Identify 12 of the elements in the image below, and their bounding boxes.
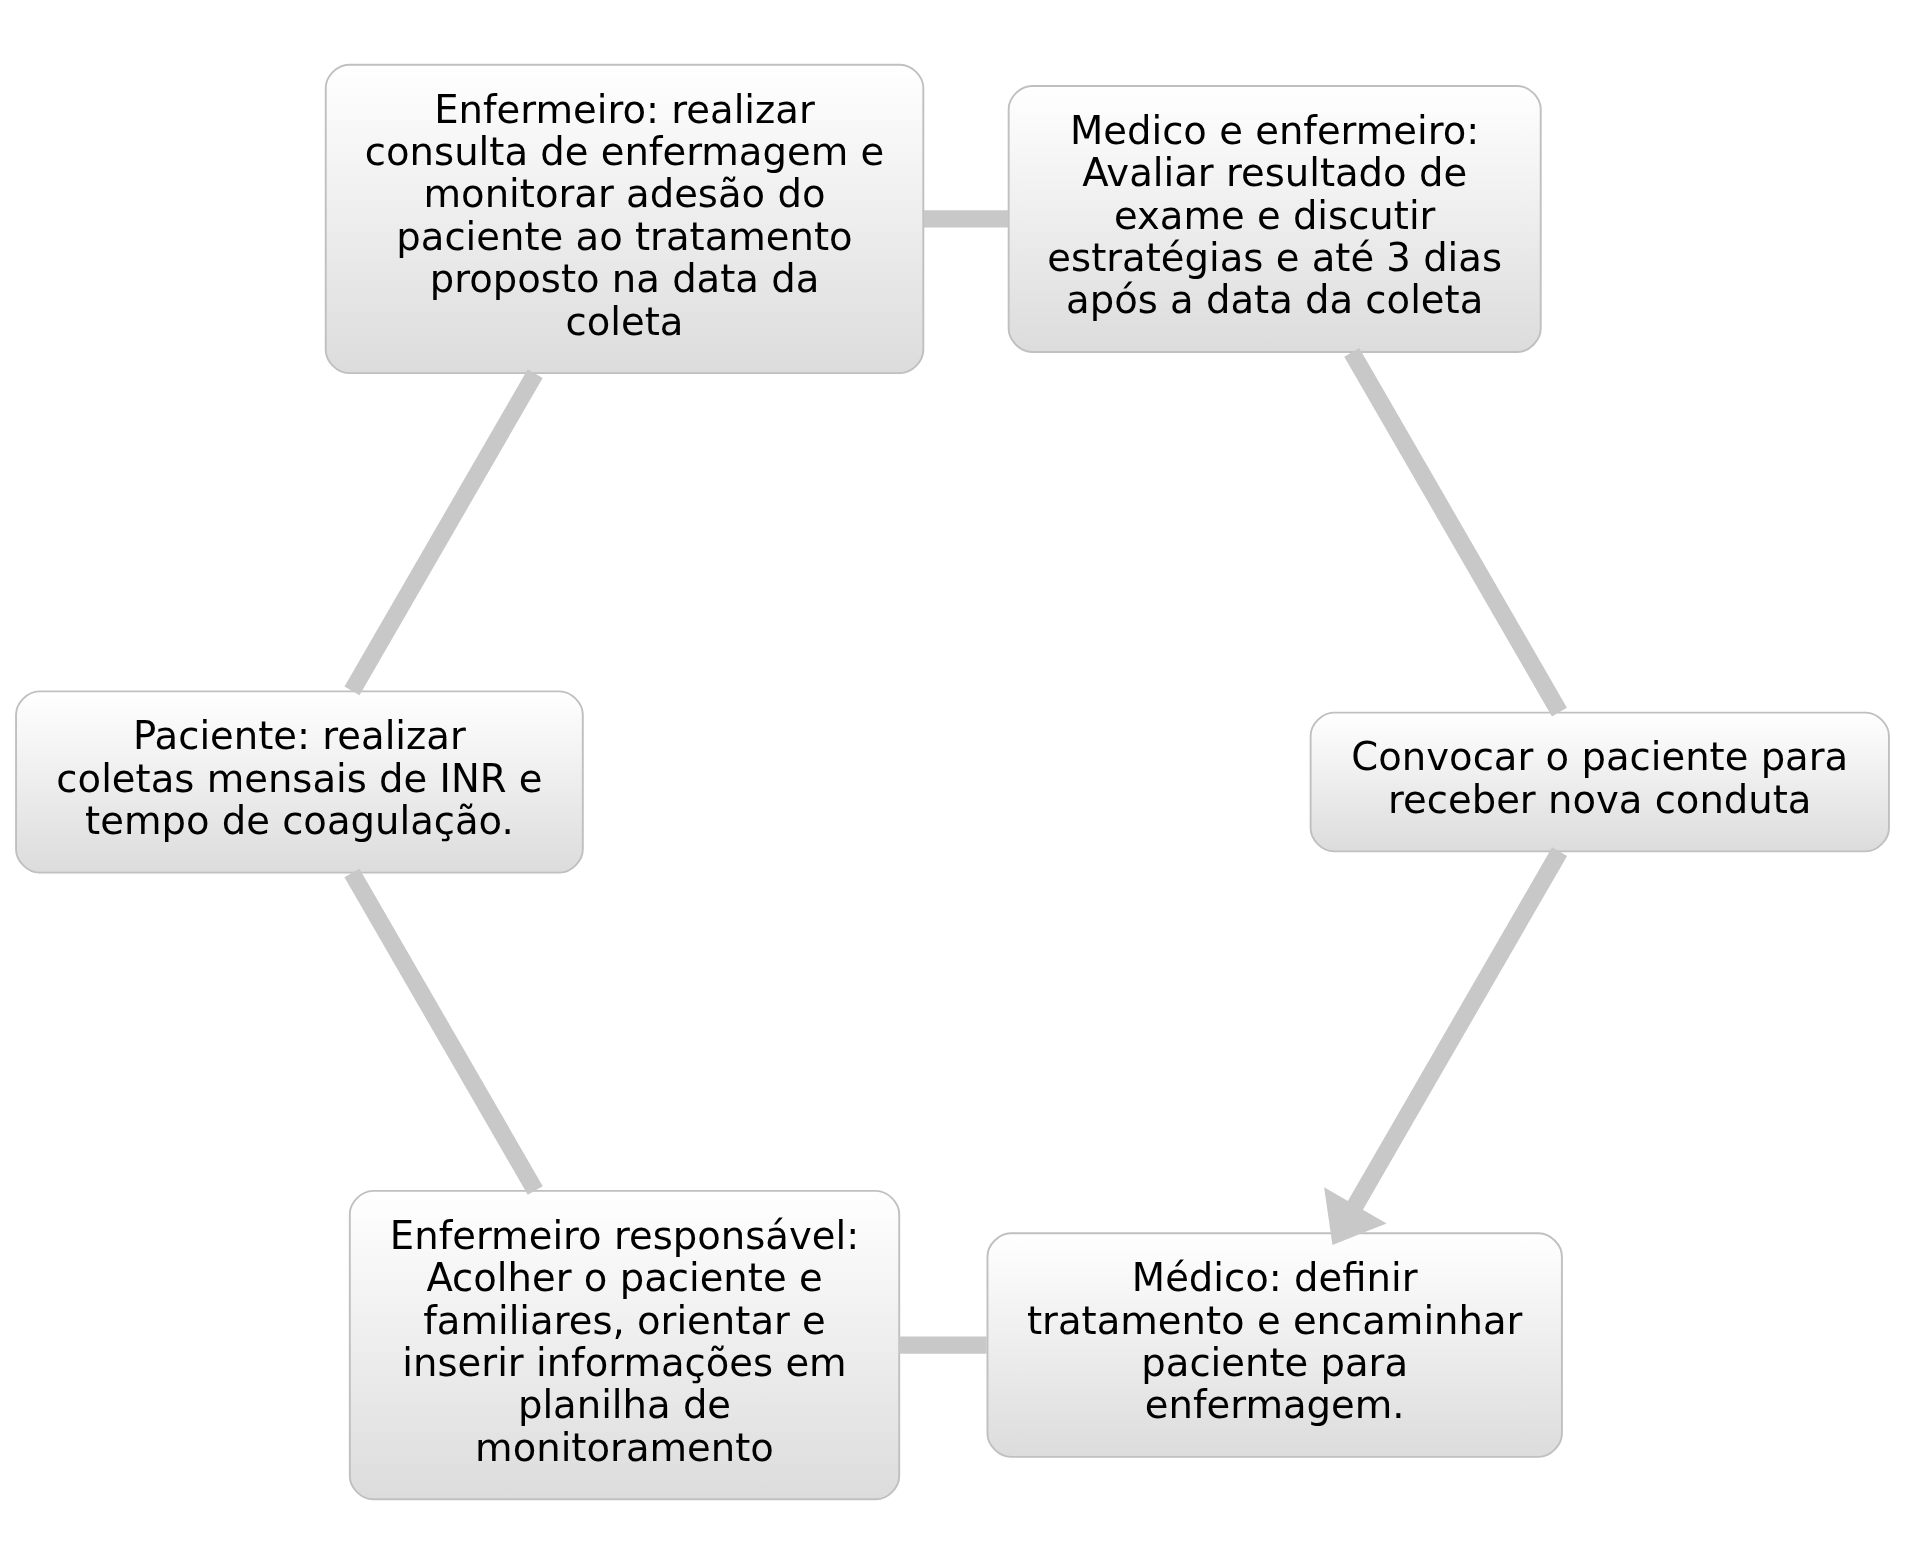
node-box: Convocar o paciente para receber nova conduta — [1309, 711, 1890, 853]
connector — [923, 210, 1009, 228]
node-box: Enfermeiro responsável: Acolher o paciente e familiares, orientar e inserir informações em planilha de monitoramento — [348, 1189, 901, 1501]
node-box: Médico: definir tratamento e encaminhar paciente para enfermagem. — [986, 1232, 1563, 1458]
node-box: Enfermeiro: realizar consulta de enfermagem e monitorar adesão do paciente ao tratamento proposto na data da coleta — [324, 63, 925, 375]
node-box: Medico e enfermeiro: Avaliar resultado de exame e discutir estratégias e até 3 dias após a data da coleta — [1007, 84, 1542, 353]
connector — [899, 1336, 987, 1354]
node-box: Paciente: realizar coletas mensais de INR e tempo de coagulação. — [15, 690, 584, 874]
connector — [344, 868, 543, 1195]
arrow — [1324, 847, 1568, 1246]
connector — [344, 369, 543, 696]
connector — [1344, 348, 1567, 717]
